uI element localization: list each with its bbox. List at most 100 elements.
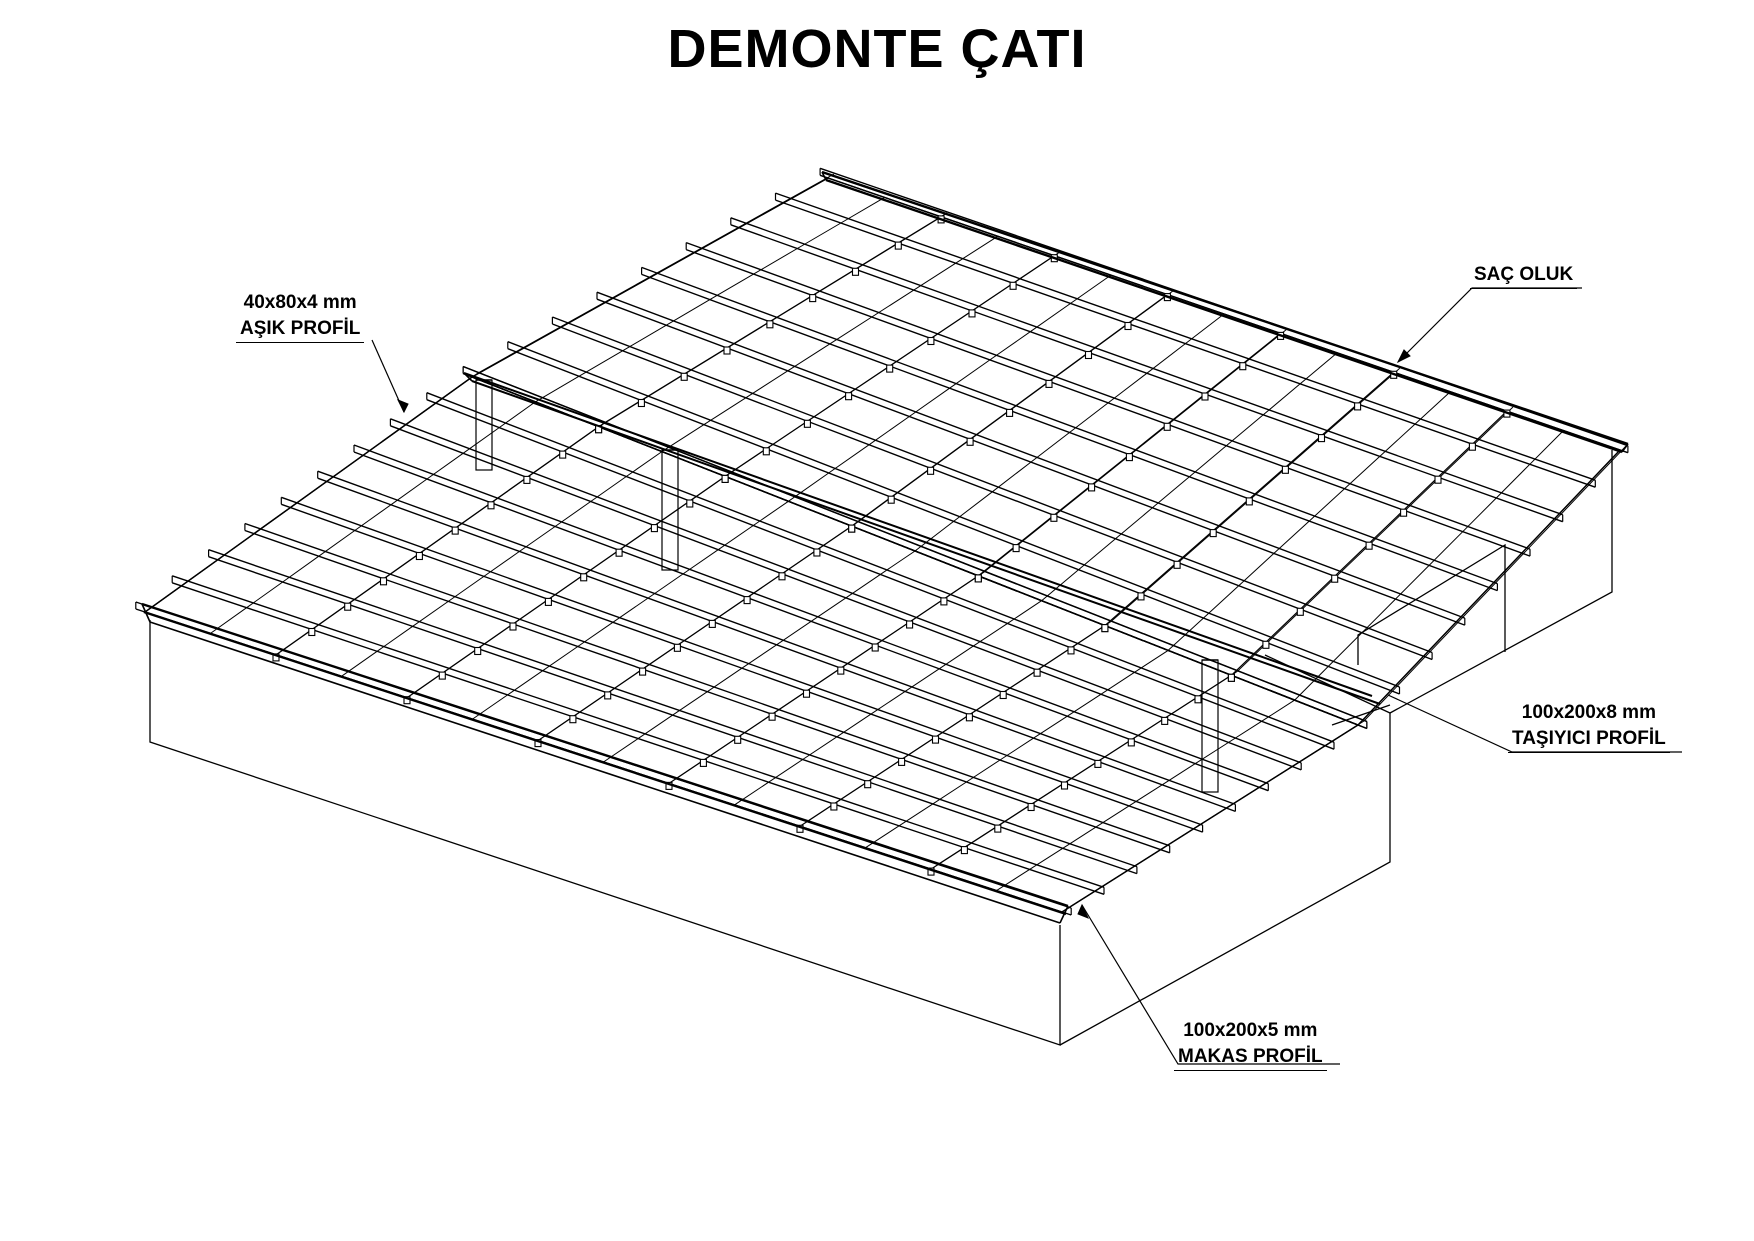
front-secondary-bar — [318, 530, 356, 557]
front-clip — [650, 524, 658, 533]
back-clip — [1124, 321, 1132, 331]
back-clip — [762, 447, 770, 456]
front-secondary-bar — [354, 504, 392, 531]
front-clip — [813, 548, 821, 557]
back-secondary-bar — [913, 262, 956, 291]
back-clip — [766, 320, 774, 329]
front-gutter-mid — [143, 610, 1067, 916]
back-clip — [887, 495, 895, 504]
front-secondary-bar — [1128, 784, 1163, 807]
back-rafter-edge — [477, 173, 835, 374]
back-secondary-bar — [1070, 274, 1112, 304]
front-clip — [721, 474, 729, 483]
front-clip — [974, 574, 982, 583]
front-purlin-top — [390, 418, 1302, 764]
front-secondary-bar — [542, 646, 579, 672]
front-roof-slope — [135, 365, 1368, 916]
back-clip — [851, 267, 860, 276]
front-secondary-bar — [845, 573, 881, 599]
sac-oluk-label: SAÇ OLUK — [1470, 262, 1578, 289]
front-secondary-bar — [999, 737, 1034, 761]
front-secondary-bar — [1161, 763, 1196, 786]
back-secondary-bar — [828, 444, 870, 474]
front-secondary-bar — [626, 451, 663, 477]
front-clip — [999, 690, 1007, 700]
front-secondary-bar — [904, 668, 940, 692]
front-secondary-bar — [973, 622, 1008, 647]
back-secondary-bar — [1030, 302, 1071, 333]
front-clip — [965, 713, 973, 722]
back-clip — [803, 419, 811, 428]
front-clip — [837, 666, 845, 675]
front-purlin-top — [426, 392, 1335, 743]
front-clip — [1194, 695, 1202, 704]
front-secondary-bar — [472, 694, 508, 720]
back-secondary-bar — [1379, 423, 1416, 457]
back-secondary-bar — [1395, 565, 1430, 600]
back-secondary-bar — [1152, 476, 1190, 509]
back-secondary-bar — [953, 491, 993, 522]
front-clip — [906, 620, 914, 629]
front-clip — [509, 622, 517, 631]
makas-leader-arrow — [1077, 903, 1089, 919]
back-clip — [1434, 475, 1442, 484]
back-secondary-bar — [1462, 497, 1497, 533]
back-roof-slope — [462, 167, 1629, 730]
front-wall — [149, 620, 1061, 1046]
front-clip — [931, 735, 940, 744]
back-clip — [1125, 453, 1133, 462]
back-secondary-bar — [1327, 632, 1363, 667]
front-secondary-bar — [412, 600, 449, 627]
back-secondary-bar — [1361, 598, 1396, 634]
front-rafter-edge — [1067, 720, 1365, 909]
back-clip — [1331, 574, 1339, 583]
front-clip — [1067, 646, 1075, 655]
asik-size-text: 40x80x4 mm — [243, 292, 357, 313]
back-purlin-top — [730, 217, 1563, 516]
back-secondary-bar — [753, 248, 798, 275]
back-clip — [845, 392, 853, 401]
makas-leader — [1081, 904, 1340, 1065]
back-rafter-edge — [857, 290, 1174, 523]
front-secondary-bar — [1228, 720, 1262, 743]
back-secondary-bar — [1238, 553, 1275, 587]
front-clip — [778, 572, 786, 581]
back-clip — [1296, 607, 1304, 616]
support-post — [661, 449, 679, 571]
back-secondary-bar — [1146, 343, 1186, 374]
back-secondary-bar — [797, 222, 842, 249]
front-purlin-top — [244, 522, 1170, 847]
front-clip — [708, 619, 716, 628]
back-secondary-bar — [1294, 666, 1329, 701]
front-secondary-bar — [865, 825, 900, 849]
back-clip — [886, 364, 894, 373]
back-purlin-top — [552, 316, 1433, 654]
front-secondary-bar — [682, 549, 719, 575]
back-secondary-bar — [1225, 414, 1264, 447]
back-wall-opening — [1357, 543, 1506, 665]
back-clip — [1201, 392, 1209, 401]
front-clip — [940, 597, 948, 606]
back-clip — [1365, 541, 1373, 550]
back-clip — [1262, 640, 1270, 649]
back-clip — [927, 336, 935, 346]
front-rafter-edge — [936, 670, 1238, 866]
front-secondary-bar — [1067, 693, 1102, 717]
front-clip — [673, 643, 681, 652]
back-wall-right — [1389, 450, 1613, 714]
front-secondary-bar — [932, 781, 967, 805]
back-secondary-bar — [1115, 507, 1153, 540]
back-clip — [809, 294, 817, 303]
front-clip — [379, 577, 388, 586]
back-clip — [1163, 422, 1171, 431]
front-secondary-bar — [1029, 847, 1064, 870]
front-secondary-bar — [1261, 699, 1295, 722]
front-secondary-bar — [590, 476, 627, 502]
back-clip — [723, 346, 731, 355]
front-secondary-bar — [1033, 715, 1068, 739]
front-clip — [871, 643, 879, 652]
front-secondary-bar — [1100, 671, 1135, 695]
front-secondary-bar — [768, 759, 803, 783]
front-secondary-bar — [577, 621, 614, 647]
front-secondary-bar — [1195, 742, 1229, 765]
